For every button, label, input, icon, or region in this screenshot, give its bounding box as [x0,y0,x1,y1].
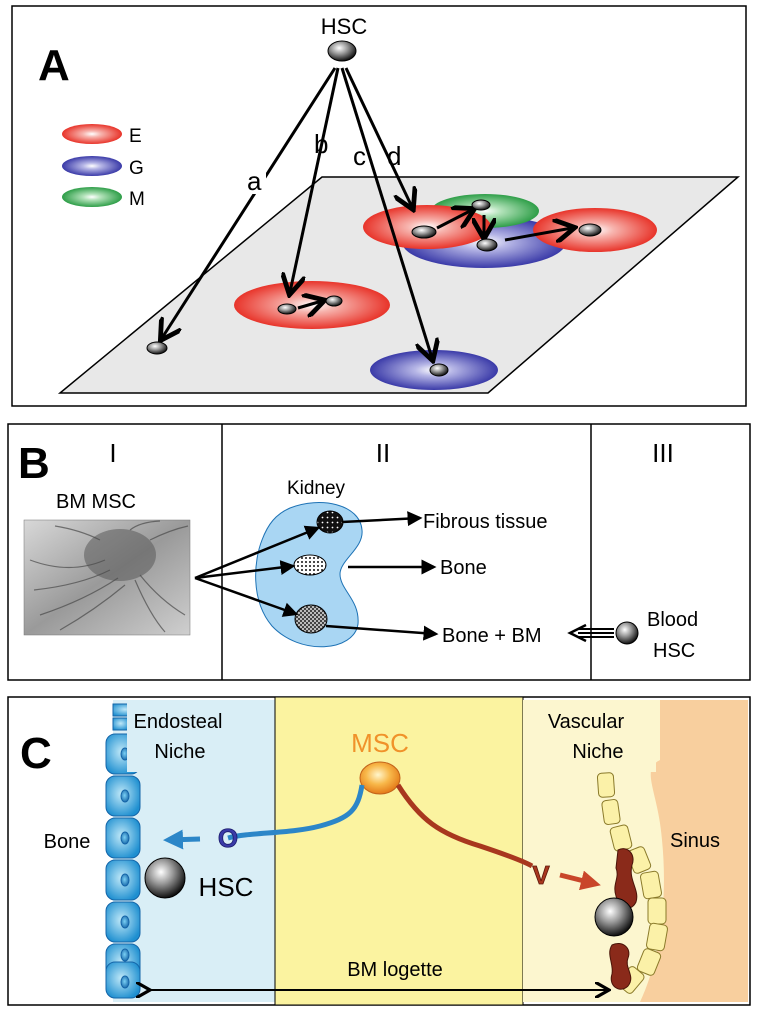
hsc-cell-vascular [594,897,634,937]
cell-d4 [578,223,602,237]
msc-cell [359,761,401,795]
bm-msc-micrograph [23,519,191,636]
outcome-bone: Bone [440,557,487,579]
outcome-bone-bm: Bone + BM [442,625,542,647]
blood-hsc-arrow [567,623,614,643]
panel-a-letter: A [38,41,70,90]
path-a-halo [244,164,266,194]
osteoblast-arrow [163,829,201,850]
hsc-cell-endosteal [144,857,186,899]
reticular-cells [609,848,638,990]
col-label-iii: III [652,438,674,468]
blood-hsc-cell [615,621,639,645]
bm-logette-label: BM logette [347,959,443,981]
blood-hsc-label: HSC [653,640,695,662]
osteoblast-path [227,784,365,841]
endosteal-label-2: Niche [154,741,205,763]
hsc-label-a: HSC [321,14,368,39]
implant-fibrous [316,510,344,534]
path-c-arrow [340,67,432,358]
path-d-label: d [387,141,401,171]
cell-d2 [471,199,491,211]
v-label: V [532,860,550,890]
bm-msc-label: BM MSC [56,491,136,513]
panel-a: A E G M [11,5,747,407]
legend-swatch-m [62,187,122,207]
vascular-path [395,783,534,869]
path-d-arrow [344,67,412,207]
endosteal-label-bg [127,702,237,772]
path-d-step1-arrow [436,210,472,230]
kidney-label: Kidney [287,478,346,499]
path-letters: a b c d [244,129,401,196]
path-b-arrow [290,67,340,292]
legend-swatch-e [62,124,122,144]
vascular-label-2: Niche [572,741,623,763]
vascular-label-1: Vascular [548,711,625,733]
arrow-msc-bone [194,560,296,580]
path-b-label: b [314,129,328,159]
sinus-label: Sinus [670,830,720,852]
implant-bone-bm [294,604,328,634]
path-a-label: a [247,166,262,196]
implant-bone [293,554,327,576]
path-c-label: c [353,141,366,171]
outcome-fibrous: Fibrous tissue [423,511,548,533]
blood-label: Blood [647,609,698,631]
legend-label-m: M [129,189,145,210]
vascular-arrow [559,870,601,891]
legend: E G M [62,124,145,210]
bone-label: Bone [44,831,91,853]
center-region [274,696,524,1006]
cell-b2 [325,295,343,307]
arrow-msc-bone-bm [194,576,299,617]
cell-a [146,341,168,355]
hsc-label-c: HSC [199,872,254,902]
col-label-ii: II [376,438,390,468]
panel-b-letter: B [18,439,50,488]
cell-d1 [411,225,437,239]
path-d-step3-arrow [504,228,572,240]
col-label-i: I [109,438,116,468]
panel-b-arrows [194,511,439,641]
path-a-arrow [162,67,337,338]
vascular-label-bg [528,702,656,772]
panel-c: C [7,696,751,1006]
cell-d3 [476,238,498,252]
o-label: O [218,823,238,853]
panel-b: B I II III BM MSC Kidney [7,423,751,681]
lineage-arrows [162,67,572,358]
path-b-step-arrow [297,301,322,308]
endosteal-label-1: Endosteal [134,711,223,733]
hsc-cell-a [327,40,357,62]
msc-label: MSC [351,728,409,758]
legend-label-e: E [129,126,142,147]
arrow-msc-fibrous [194,525,321,580]
panel-c-letter: C [20,729,52,778]
arrow-to-fibrous [341,511,423,527]
cell-b1 [277,303,297,315]
arrow-to-bone-bm [325,624,439,641]
cell-c [429,363,449,377]
legend-label-g: G [129,158,144,179]
niche-cells [146,199,602,377]
legend-swatch-g [62,156,122,176]
